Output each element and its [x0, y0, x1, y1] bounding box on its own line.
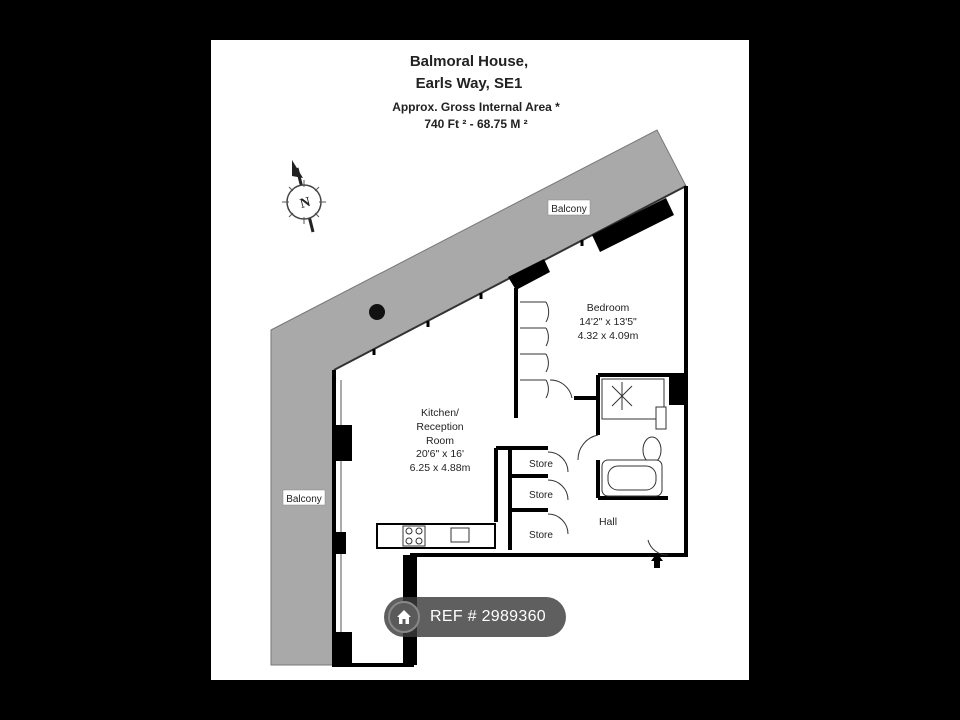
kitchen-dims-metric: 6.25 x 4.88m	[410, 462, 471, 474]
bedroom-dims-imperial: 14'2" x 13'5"	[579, 316, 637, 328]
hall-label: Hall	[599, 516, 617, 528]
compass-icon: N	[282, 160, 326, 233]
bathroom-fixtures	[601, 378, 667, 497]
area-value: 740 Ft ² - 68.75 M ²	[424, 117, 527, 131]
kitchen-name-line3: Room	[426, 435, 454, 447]
kitchen-name-line1: Kitchen/	[421, 407, 459, 419]
floor-plan: Balmoral House, Earls Way, SE1 Approx. G…	[211, 40, 749, 680]
hob-icon	[402, 525, 426, 547]
reference-number: REF # 2989360	[430, 608, 546, 625]
balcony-top-tag	[547, 199, 591, 216]
entrance-arrow-icon	[651, 553, 663, 568]
store-label-1: Store	[529, 459, 553, 470]
kitchen-dims-imperial: 20'6" x 16'	[416, 448, 464, 460]
store-label-2: Store	[529, 490, 553, 501]
balcony-left-tag	[282, 489, 326, 506]
bedroom-name: Bedroom	[587, 302, 630, 314]
wardrobe-doors	[520, 301, 669, 556]
balcony-pillar	[369, 304, 385, 320]
interior-walls	[494, 288, 686, 550]
building-name: Balmoral House,	[410, 53, 528, 70]
bedroom-dims-metric: 4.32 x 4.09m	[578, 330, 639, 342]
listing-image: Balmoral House, Earls Way, SE1 Approx. G…	[0, 40, 960, 680]
street-address: Earls Way, SE1	[416, 75, 523, 92]
home-icon	[388, 601, 420, 633]
sink-icon	[450, 527, 470, 543]
reference-badge: REF # 2989360	[384, 597, 566, 637]
kitchen-counter	[376, 523, 496, 549]
kitchen-name-line2: Reception	[416, 421, 463, 433]
balcony-left-label: Balcony	[286, 494, 322, 505]
store-label-3: Store	[529, 530, 553, 541]
wall-blocks	[332, 198, 686, 665]
area-label: Approx. Gross Internal Area *	[392, 100, 560, 114]
balcony-top-label: Balcony	[551, 204, 587, 215]
north-letter: N	[299, 195, 313, 212]
